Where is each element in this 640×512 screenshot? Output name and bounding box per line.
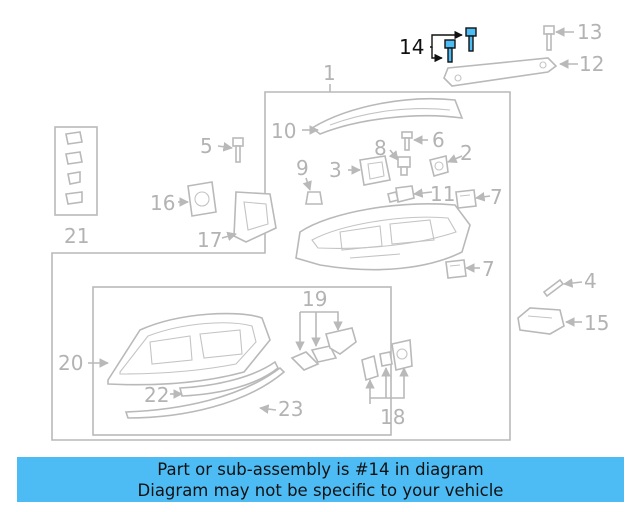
callout-9: 9 (296, 156, 309, 180)
part-14-leader (430, 30, 463, 48)
callout-3: 3 (329, 158, 342, 182)
part-7-connector-lower[interactable] (445, 259, 467, 279)
part-7-connector-upper[interactable] (455, 189, 477, 209)
part-2-gasket[interactable] (429, 155, 449, 177)
callout-10: 10 (271, 119, 296, 143)
part-22-strip[interactable] (178, 360, 280, 397)
part-17-module[interactable] (233, 191, 277, 243)
part-4-screw[interactable] (542, 278, 565, 298)
banner-line-2: Diagram may not be specific to your vehi… (137, 480, 504, 500)
part-14-bolts[interactable] (444, 27, 477, 63)
callout-2: 2 (460, 141, 473, 165)
banner-line-1: Part or sub-assembly is #14 in diagram (157, 459, 484, 479)
info-banner: Part or sub-assembly is #14 in diagram D… (17, 457, 624, 502)
part-8-adjuster[interactable] (397, 156, 411, 176)
part-15-module[interactable] (517, 307, 565, 335)
callout-8: 8 (374, 136, 387, 160)
callout-19: 19 (302, 287, 327, 311)
callout-21: 21 (64, 224, 89, 248)
callout-1: 1 (323, 61, 336, 85)
callout-16: 16 (150, 191, 175, 215)
headlamp-assembly[interactable] (295, 203, 471, 271)
callout-15: 15 (584, 311, 609, 335)
part-20-lamp[interactable] (107, 312, 271, 386)
callout-22: 22 (144, 383, 169, 407)
part-10-trim[interactable] (310, 97, 464, 135)
part-11-bulb[interactable] (387, 185, 415, 203)
part-19-lenses[interactable] (290, 327, 357, 371)
callout-20: 20 (58, 351, 83, 375)
callout-14: 14 (399, 35, 424, 59)
part-3-bracket[interactable] (359, 155, 391, 186)
clip-set-outline (54, 126, 98, 216)
part-12-bracket[interactable] (443, 57, 558, 87)
callout-12: 12 (579, 52, 604, 76)
callout-17: 17 (197, 228, 222, 252)
callout-6: 6 (432, 128, 445, 152)
part-13-bolt[interactable] (543, 25, 555, 51)
callout-23: 23 (278, 397, 303, 421)
part-9-socket[interactable] (305, 191, 323, 205)
callout-13: 13 (577, 20, 602, 44)
callout-11: 11 (430, 182, 455, 206)
part-23-trim[interactable] (124, 366, 286, 419)
part-5-bolt[interactable] (232, 137, 244, 163)
callout-5: 5 (200, 134, 213, 158)
leader-lines (88, 27, 583, 414)
callout-7-lower: 7 (482, 257, 495, 281)
assembly-outline (51, 91, 511, 441)
part-18-components[interactable] (361, 339, 413, 382)
callout-4: 4 (584, 269, 597, 293)
part-16-module[interactable] (187, 181, 217, 217)
callout-18: 18 (380, 405, 405, 429)
part-6-screw[interactable] (401, 131, 413, 151)
callout-7-upper: 7 (490, 185, 503, 209)
part-21-clips[interactable] (65, 131, 83, 205)
